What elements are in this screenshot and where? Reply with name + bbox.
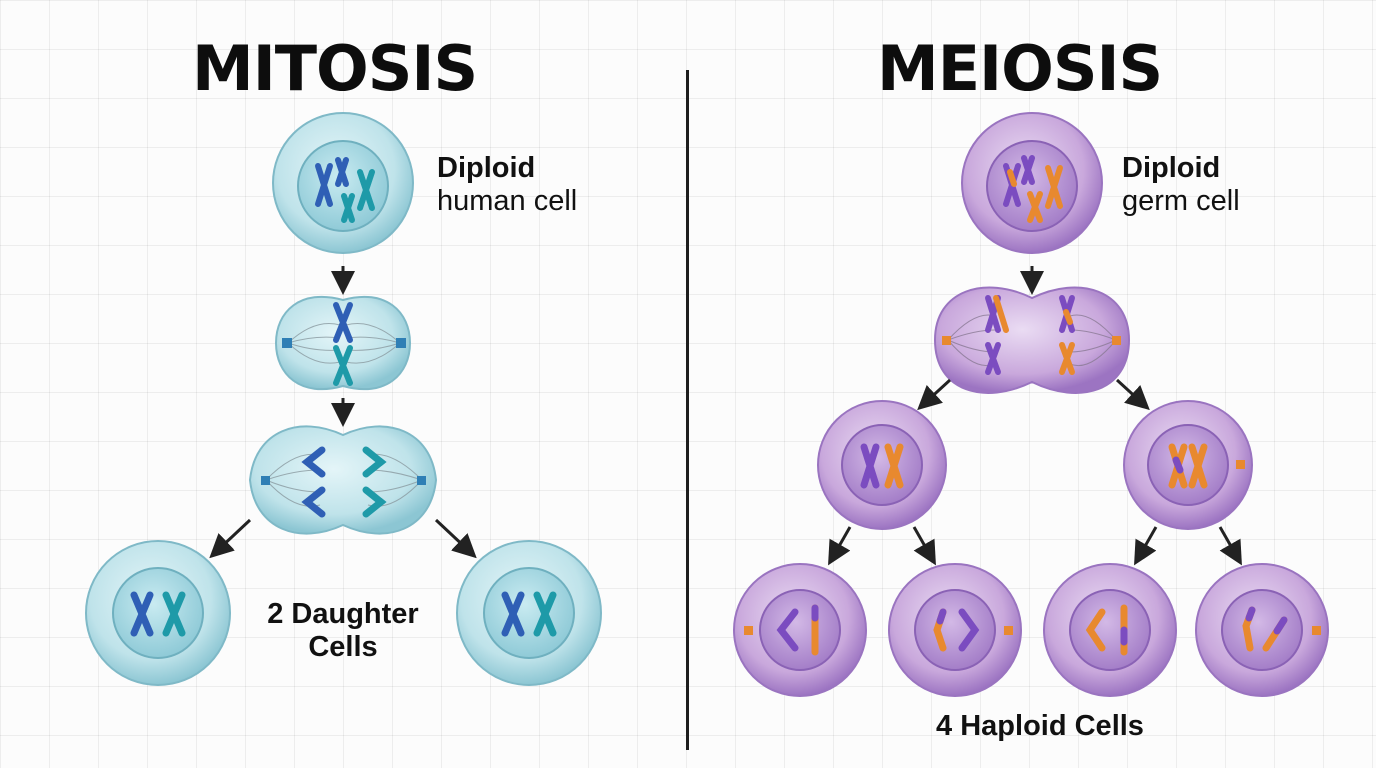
haploid-cell-3: [1043, 563, 1177, 697]
arrow-icon: [1115, 378, 1150, 411]
arrow-icon: [1134, 526, 1158, 566]
meiosis-result-label-text: 4 Haploid Cells: [936, 710, 1144, 742]
arrow-icon: [434, 518, 477, 559]
arrow-icon: [917, 378, 952, 411]
mitosis-parent-label-line1: Diploid: [437, 152, 536, 184]
meiosis-parent-label-line2: germ cell: [1122, 185, 1240, 218]
meiosis-first-division-cell: [933, 286, 1131, 394]
meiosis-title: MEIOSIS: [877, 32, 1163, 105]
panel-divider: [686, 70, 689, 750]
mitosis-result-label-line2: Cells: [308, 631, 378, 664]
meiosis-result-label: 4 Haploid Cells: [880, 710, 1200, 743]
mitosis-parent-label: Diploid human cell: [437, 152, 577, 219]
arrow-icon: [1218, 526, 1242, 566]
meiosis-second-cell-left: [817, 400, 947, 530]
meiosis-second-cell-right: [1123, 400, 1253, 530]
mitosis-parent-cell: [272, 112, 414, 254]
mitosis-daughter-cell-right: [456, 540, 602, 686]
mitosis-telophase-cell: [248, 425, 438, 535]
arrow-icon: [828, 526, 852, 566]
arrow-icon: [912, 526, 936, 566]
haploid-cell-1: [733, 563, 867, 697]
meiosis-parent-label-line1: Diploid: [1122, 152, 1221, 184]
mitosis-parent-label-line2: human cell: [437, 185, 578, 218]
mitosis-metaphase-cell: [274, 295, 412, 391]
haploid-cell-4: [1195, 563, 1329, 697]
mitosis-result-label: 2 Daughter Cells: [252, 598, 434, 665]
mitosis-title: MITOSIS: [192, 32, 478, 105]
haploid-cell-2: [888, 563, 1022, 697]
mitosis-result-label-line1: 2 Daughter: [267, 598, 419, 630]
meiosis-parent-cell: [961, 112, 1103, 254]
arrow-icon: [209, 518, 252, 559]
meiosis-parent-label: Diploid germ cell: [1122, 152, 1240, 219]
mitosis-daughter-cell-left: [85, 540, 231, 686]
